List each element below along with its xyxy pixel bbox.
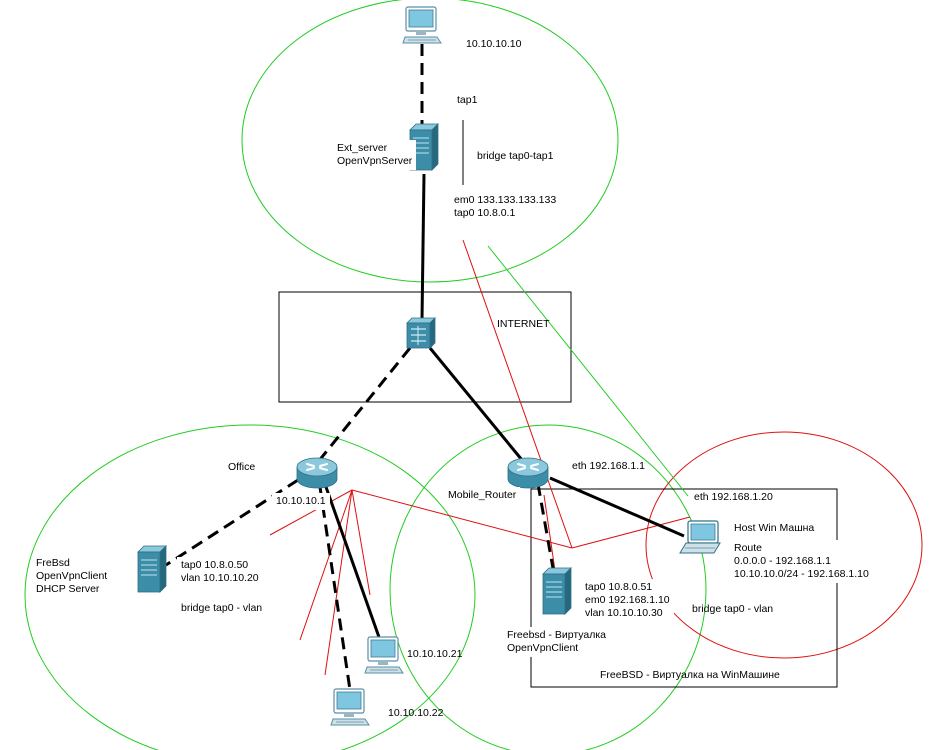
winhost-box bbox=[530, 488, 838, 688]
virt-bridge-label: bridge tap0 - vlan bbox=[692, 603, 774, 615]
virt-iface-vlan: vlan 10.10.10.30 bbox=[585, 607, 663, 619]
top-pc-icon[interactable] bbox=[402, 6, 442, 44]
internet-label: INTERNET bbox=[497, 318, 550, 330]
red-annotation-line bbox=[571, 516, 691, 549]
host-win-zone bbox=[645, 431, 923, 659]
pc22-icon[interactable] bbox=[330, 688, 370, 726]
office-server-icon[interactable] bbox=[137, 545, 167, 593]
office-label: Office bbox=[228, 461, 256, 473]
office-zone bbox=[24, 424, 476, 750]
bridge-ext-label: bridge tap0-tap1 bbox=[477, 150, 554, 162]
tap1-label: tap1 bbox=[457, 94, 478, 106]
link-office-pc21 bbox=[324, 486, 382, 641]
route-default: 0.0.0.0 - 192.168.1.1 bbox=[734, 555, 831, 567]
virtual-freebsd-icon[interactable] bbox=[542, 567, 572, 615]
office-router-ip: 10.10.10.1 bbox=[272, 493, 330, 510]
office-bridge-label: bridge tap0 - vlan bbox=[177, 600, 267, 617]
red-annotation-line bbox=[299, 489, 353, 641]
office-iface-vlan: vlan 10.10.10.20 bbox=[181, 572, 259, 584]
ext-iface-tap0: tap0 10.8.0.1 bbox=[454, 207, 516, 219]
virtual-freebsd-role: OpenVpnClient bbox=[507, 642, 579, 654]
top-pc-label: 10.10.10.10 bbox=[466, 38, 522, 50]
office-iface-tap0: tap0 10.8.0.50 bbox=[181, 559, 249, 571]
ext-iface-em0: em0 133.133.133.133 bbox=[454, 194, 557, 206]
host-win-eth: eth 192.168.1.20 bbox=[694, 491, 773, 503]
winhost-box-label: FreeBSD - Виртуалка на WinМашине bbox=[600, 669, 780, 681]
route-lan: 10.10.10.0/24 - 192.168.1.10 bbox=[734, 568, 869, 580]
host-win-laptop-icon[interactable] bbox=[679, 520, 721, 554]
pc22-label: 10.10.10.22 bbox=[388, 707, 444, 719]
red-annotation-line bbox=[462, 239, 573, 549]
link-office-pc22 bbox=[318, 486, 352, 691]
office-server-os: FreBsd bbox=[36, 557, 70, 569]
ext-server-role: OpenVpnServer bbox=[337, 155, 413, 167]
host-win-name: Host Win Машна bbox=[734, 522, 815, 534]
ext-server-name: Ext_server bbox=[337, 142, 388, 154]
internet-box bbox=[278, 291, 572, 403]
mobile-zone bbox=[389, 424, 707, 750]
red-annotation-line bbox=[269, 489, 353, 536]
mobile-router-eth: eth 192.168.1.1 bbox=[572, 460, 645, 472]
green-annotation-line bbox=[487, 245, 689, 497]
mobile-router-label: Mobile_Router bbox=[444, 487, 521, 504]
ext-server-zone bbox=[241, 0, 619, 283]
link-mobile-host bbox=[549, 476, 685, 538]
mobile-router-icon[interactable] bbox=[507, 457, 549, 489]
red-annotation-line bbox=[351, 489, 371, 596]
link-ext-internet bbox=[420, 173, 426, 321]
pc21-icon[interactable] bbox=[364, 636, 404, 674]
route-title: Route bbox=[734, 542, 763, 554]
virt-iface-tap0: tap0 10.8.0.51 bbox=[585, 581, 653, 593]
office-server-role: OpenVpnClient bbox=[36, 570, 108, 582]
red-annotation-line bbox=[351, 489, 573, 549]
pc21-label: 10.10.10.21 bbox=[407, 648, 463, 660]
office-server-dhcp: DHCP Server bbox=[36, 583, 100, 595]
link-internet-mobile bbox=[428, 347, 524, 461]
red-annotation-line bbox=[324, 489, 353, 676]
link-internet-office bbox=[316, 347, 412, 463]
link-mobile-virtual bbox=[536, 483, 556, 575]
virtual-freebsd-name: Freebsd - Виртуалка bbox=[507, 629, 607, 641]
virt-iface-em0: em0 192.168.1.10 bbox=[585, 594, 670, 606]
internet-firewall-icon[interactable] bbox=[406, 317, 436, 349]
office-router-icon[interactable] bbox=[296, 457, 338, 489]
